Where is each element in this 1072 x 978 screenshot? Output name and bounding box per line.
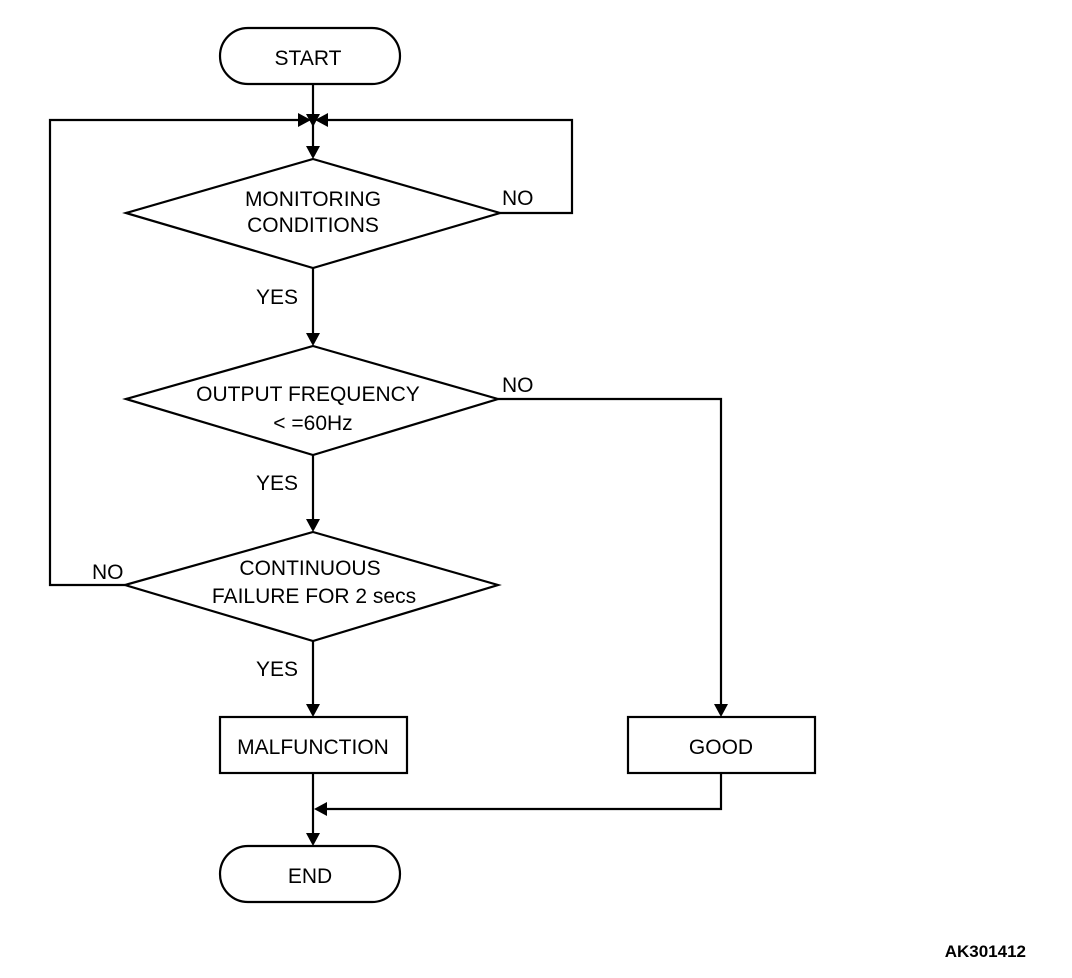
connector-continuous-no-loop	[48, 118, 306, 587]
output-yes-label: YES	[256, 472, 298, 495]
output-no-label: NO	[502, 374, 534, 397]
continuous-line2: FAILURE FOR 2 secs	[212, 585, 416, 608]
figure-id: AK301412	[945, 942, 1026, 961]
monitoring-yes-label: YES	[256, 286, 298, 309]
arrowhead-start-down	[306, 114, 320, 127]
continuous-line1: CONTINUOUS	[239, 557, 380, 580]
good-label: GOOD	[689, 736, 753, 759]
arrowhead-right-loop	[315, 113, 328, 127]
arrowhead-to-continuous	[306, 519, 320, 532]
output-frequency-decision	[122, 344, 502, 457]
malfunction-label: MALFUNCTION	[237, 736, 389, 759]
arrowhead-to-output	[306, 333, 320, 346]
output-line1: OUTPUT FREQUENCY	[196, 383, 420, 406]
connector-output-no	[498, 397, 723, 708]
continuous-yes-label: YES	[256, 658, 298, 681]
continuous-failure-decision	[121, 530, 502, 643]
malfunction-box	[218, 715, 409, 775]
connector-good-to-end	[321, 773, 723, 811]
arrowhead-good-merge	[314, 802, 327, 816]
arrowhead-to-good	[714, 704, 728, 717]
end-terminal	[218, 844, 402, 904]
connector-monitoring-no-loop	[320, 118, 574, 215]
start-label: START	[275, 47, 342, 70]
arrowhead-to-end	[306, 833, 320, 846]
continuous-no-label: NO	[92, 561, 124, 584]
monitoring-line1: MONITORING	[245, 188, 381, 211]
start-terminal	[218, 26, 402, 86]
monitoring-conditions-decision	[122, 157, 504, 270]
output-line2: < =60Hz	[273, 412, 352, 435]
good-box	[626, 715, 817, 775]
monitoring-no-label: NO	[502, 187, 534, 210]
arrowhead-to-monitoring	[306, 146, 320, 159]
monitoring-line2: CONDITIONS	[247, 214, 379, 237]
end-label: END	[288, 865, 332, 888]
arrowhead-to-malfunction	[306, 704, 320, 717]
arrowhead-left-loop	[298, 113, 311, 127]
